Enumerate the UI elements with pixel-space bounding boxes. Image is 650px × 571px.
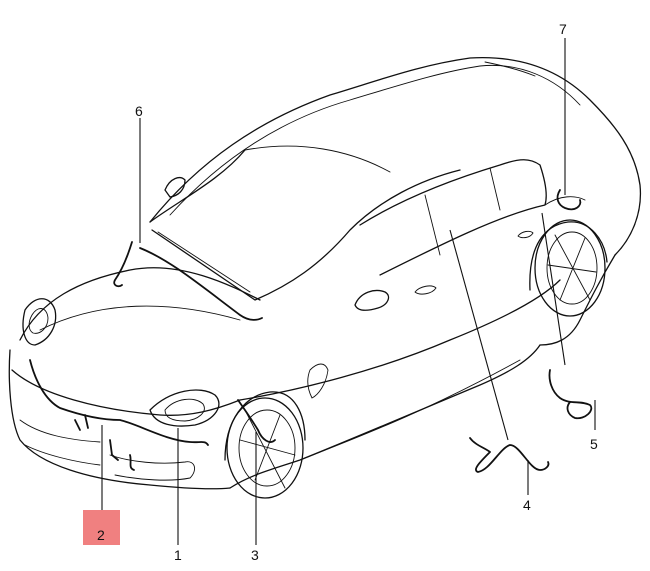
leader-4-line [449, 229, 509, 441]
callout-3: 3 [251, 547, 259, 563]
leader-5-line [541, 212, 566, 366]
callout-7: 7 [559, 21, 567, 37]
leader-lines [101, 38, 596, 545]
callout-6: 6 [135, 103, 143, 119]
callout-5: 5 [590, 436, 598, 452]
callout-1: 1 [174, 547, 182, 563]
car-body [8, 56, 642, 499]
callout-2: 2 [97, 527, 105, 543]
wiring-harnesses [29, 189, 593, 473]
highlighted-callout-box: 2 [83, 510, 120, 545]
callout-4: 4 [523, 497, 531, 513]
